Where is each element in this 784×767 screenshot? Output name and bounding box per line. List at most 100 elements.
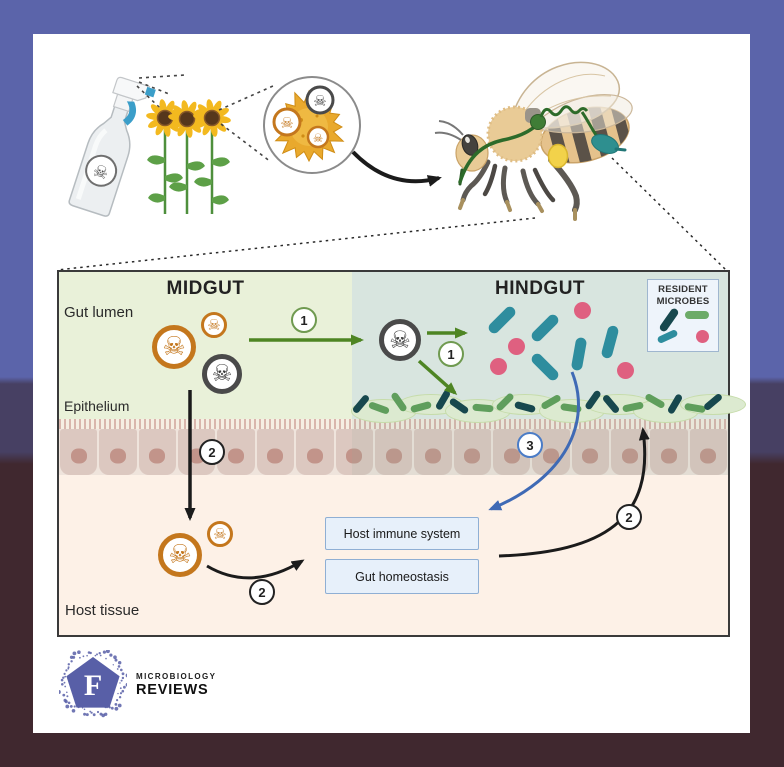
pollen-grain xyxy=(272,89,345,163)
lumen-pink-microbe xyxy=(574,302,591,319)
legend-dark-rod xyxy=(658,307,680,333)
logo-text: MICROBIOLOGY REVIEWS xyxy=(136,672,216,698)
ingestion-arrow xyxy=(351,150,442,187)
lumen-pink-microbe xyxy=(508,338,525,355)
cell-nucleus xyxy=(228,448,245,464)
lumen-teal-rod xyxy=(486,304,518,336)
step-circle-1: 1 xyxy=(291,307,317,333)
resident-microbes-legend: RESIDENT MICROBES xyxy=(647,279,719,352)
midgut-title: MIDGUT xyxy=(166,278,245,299)
epithelial-cell xyxy=(374,429,413,475)
bee-antennae xyxy=(434,120,464,141)
pollen-basket xyxy=(547,143,569,169)
lumen-teal-rod xyxy=(529,351,561,383)
epithelial-cell xyxy=(138,429,177,475)
step-circle-2: 2 xyxy=(616,504,642,530)
legend-title-line2: MICROBES xyxy=(656,295,710,307)
bee-abdomen xyxy=(540,102,632,172)
spray-nozzle xyxy=(144,86,156,98)
logo-line2: REVIEWS xyxy=(136,682,209,698)
toxin-label xyxy=(85,154,118,187)
epithelial-cell xyxy=(335,429,373,475)
bee-gut-tract xyxy=(458,105,627,186)
cell-nucleus xyxy=(267,448,284,464)
legend-teal-rod xyxy=(656,328,679,345)
toxin-skull-midgut-small: ☠ xyxy=(201,312,227,338)
arrow-step2-to-boxes xyxy=(206,559,305,580)
funnel-line-right xyxy=(611,157,727,271)
cell-nucleus xyxy=(464,448,481,464)
skull-icon: ☠ xyxy=(313,131,323,145)
host-immune-system-box: Host immune system xyxy=(325,517,479,550)
lumen-pink-microbe xyxy=(617,362,634,379)
toxin-skull-tissue-large: ☠ xyxy=(158,533,202,577)
label-host-tissue: Host tissue xyxy=(65,602,140,619)
skull-icon: ☠ xyxy=(280,114,293,132)
epithelial-cell xyxy=(256,429,295,475)
sunflower xyxy=(146,99,184,214)
cell-nucleus xyxy=(70,448,87,464)
epithelial-cell xyxy=(296,429,334,475)
hindgut-title: HINDGUT xyxy=(494,278,586,299)
bee-eye xyxy=(461,134,479,156)
lumen-teal-rod xyxy=(529,312,561,344)
bee-wing xyxy=(510,61,620,129)
step-circle-3: 3 xyxy=(517,432,543,458)
toxin-skull-midgut-large: ☠ xyxy=(152,325,196,369)
brush-border xyxy=(59,419,728,429)
bee-wing-rear xyxy=(532,93,633,134)
step-circle-2: 2 xyxy=(249,579,275,605)
gut-homeostasis-box: Gut homeostasis xyxy=(325,559,479,594)
skull-icon: ☠ xyxy=(90,161,111,185)
label-gut-lumen: Gut lumen xyxy=(64,304,134,321)
epithelial-cell xyxy=(689,429,728,475)
pollen-inset: ☠ ☠ ☠ xyxy=(263,76,361,174)
sunflower xyxy=(193,99,231,214)
figure-card: ☠ xyxy=(33,34,750,733)
toxin-skull-tissue-small: ☠ xyxy=(207,521,233,547)
bee-head xyxy=(455,134,489,172)
inset-line-lower xyxy=(220,123,272,163)
toxin-skull-hindgut: ☠ xyxy=(379,319,421,361)
step-circle-2: 2 xyxy=(199,439,225,465)
legend-pink-microbe xyxy=(696,330,709,343)
cell-nucleus xyxy=(306,448,323,464)
cell-nucleus xyxy=(661,448,678,464)
cell-nucleus xyxy=(346,448,363,464)
hindgut-lumen-microbes xyxy=(59,272,728,419)
bee-legs xyxy=(458,157,580,221)
epithelial-cell xyxy=(453,429,491,475)
spray-mist-lines xyxy=(136,74,186,109)
epithelial-cell xyxy=(414,429,452,475)
legend-title-line1: RESIDENT xyxy=(658,284,708,295)
epithelial-cell xyxy=(60,429,98,475)
bee-thorax xyxy=(488,107,542,161)
sunflower xyxy=(168,100,206,214)
cell-nucleus xyxy=(424,448,441,464)
honeybee xyxy=(434,61,633,221)
cell-nucleus xyxy=(385,448,402,464)
logo-pentagon: F xyxy=(59,650,127,718)
epithelial-cell xyxy=(650,429,688,475)
logo-letter: F xyxy=(84,669,102,702)
legend-green-rod xyxy=(685,311,709,319)
gut-diagram-panel: MIDGUT HINDGUT Gut lumen Epithelium Host… xyxy=(57,270,746,637)
step-circle-1: 1 xyxy=(438,341,464,367)
epithelial-cell xyxy=(99,429,137,475)
toxin-skull-midgut-gray: ☠ xyxy=(202,354,242,394)
lumen-teal-rod xyxy=(570,336,588,372)
midgut-region xyxy=(59,272,352,419)
pesticide-spray-bottle: ☠ xyxy=(68,76,156,217)
sunflowers xyxy=(146,99,231,214)
cell-nucleus xyxy=(110,448,127,464)
lumen-pink-microbe xyxy=(490,358,507,375)
inset-line-upper xyxy=(218,85,274,111)
journal-logo: F MICROBIOLOGY REVIEWS xyxy=(59,650,216,720)
label-epithelium: Epithelium xyxy=(64,398,130,414)
spray-trigger xyxy=(122,101,136,126)
funnel-line-left xyxy=(56,217,536,271)
cell-nucleus xyxy=(149,448,166,464)
logo-line1: MICROBIOLOGY xyxy=(136,672,217,681)
cell-nucleus xyxy=(700,448,717,464)
